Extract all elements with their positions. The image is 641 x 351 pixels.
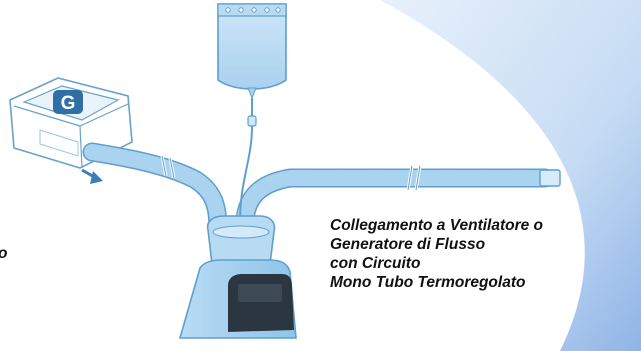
caption-line: con Circuito	[330, 255, 421, 272]
inspiratory-tube	[82, 142, 228, 240]
feed-line	[239, 98, 257, 223]
patient-connector	[539, 169, 561, 187]
humidification-chamber	[206, 215, 276, 265]
device-logo-badge	[53, 90, 83, 114]
caption-line: Mono Tubo Termoregolato	[330, 274, 526, 291]
humidifier-display	[228, 274, 294, 332]
device-logo-letter: G	[61, 93, 76, 114]
caption-line: Generatore di Flusso	[330, 236, 486, 253]
water-bag	[217, 3, 287, 100]
humidifier-base	[178, 259, 297, 339]
background-swoosh	[380, 0, 641, 351]
cropped-text-fragment: o	[0, 244, 7, 263]
diagram-caption: Collegamento a Ventilatore o Generatore …	[330, 216, 543, 292]
arrow-icon	[81, 168, 103, 184]
caption-line: Collegamento a Ventilatore o	[330, 217, 544, 234]
